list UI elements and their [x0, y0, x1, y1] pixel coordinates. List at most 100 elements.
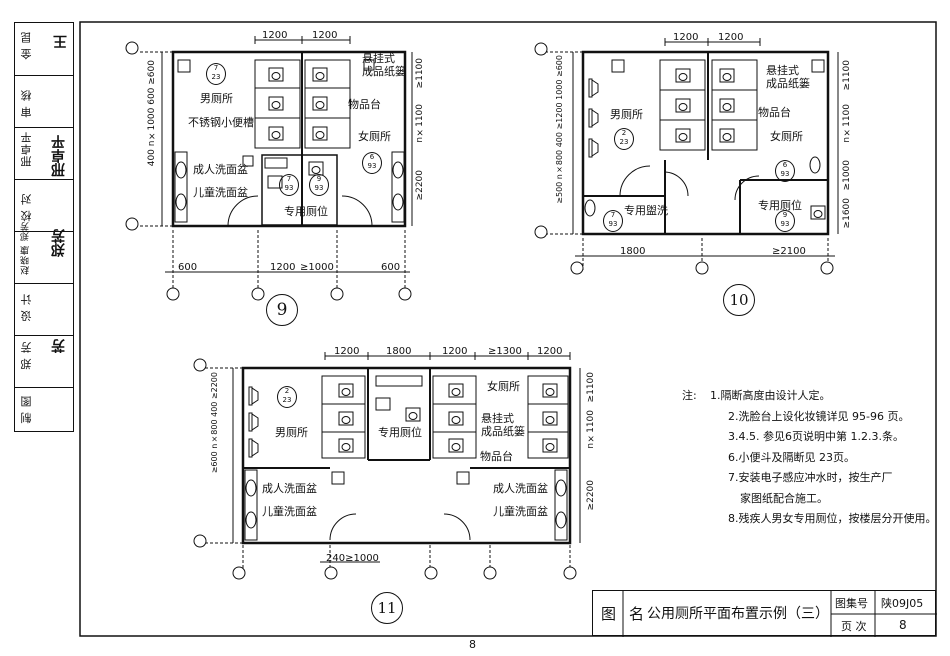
plan11-dim-top-5: 1200	[537, 346, 563, 357]
plan11-dim-left: ≥600 n×800 400 ≥2200	[210, 372, 219, 474]
plan11-dim-right-1: ≥1100	[586, 372, 596, 403]
plan10-dim-right-2: n×1100	[842, 104, 852, 143]
page-value: 8	[899, 618, 907, 632]
title-block: 图 名 公用厕所平面布置示例（三） 图集号 陕09J05 页 次 8	[592, 590, 937, 637]
plan11-dim-right-3: ≥2200	[586, 480, 596, 511]
sidebar-label: 设 计	[20, 293, 33, 322]
sidebar-label: 金 昆	[20, 31, 33, 60]
note-item: 1.隔断高度由设计人定。	[710, 389, 831, 402]
plan10-basket-label: 悬挂式 成品纸篓	[766, 64, 810, 90]
plan11-dim-top-1: 1200	[334, 346, 360, 357]
plan11-shelf-label: 物品台	[480, 450, 513, 463]
sidebar-signature: 王	[53, 35, 69, 49]
plan11-basket-label: 悬挂式 成品纸篓	[481, 412, 525, 438]
plan9-men-label: 男厕所	[200, 92, 233, 105]
axis-bubble	[125, 217, 139, 231]
page-number: 8	[469, 638, 476, 651]
sidebar-signature: 邢卓平	[51, 135, 67, 177]
plan11-number-bubble: 11	[371, 592, 403, 624]
approval-sidebar: 金 昆 王 审 核 邢卓平 邢卓平 校 对 赵晓康 郑芳 郑芳 设 计 郑 芳 …	[14, 22, 74, 432]
plan10-women-label: 女厕所	[770, 130, 803, 143]
plan10-dim-right-1: ≥1100	[842, 60, 852, 91]
plan10-dim-bottom-1: 1800	[620, 246, 646, 257]
atlas-number-label: 图集号	[835, 597, 868, 610]
sidebar-signature: 郑芳	[51, 229, 67, 257]
plan9-dim-top-2: 1200	[312, 30, 338, 41]
plan9-women-label: 女厕所	[358, 130, 391, 143]
plan9-dim-bottom-2: 1200	[270, 262, 296, 273]
note-item: 3.4.5. 参见6页说明中第 1.2.3.条。	[728, 430, 904, 443]
plan10-shelf-label: 物品台	[758, 106, 791, 119]
sidebar-label: 审 核	[20, 89, 33, 118]
plan11-dim-top-4: ≥1300	[488, 346, 522, 357]
plan9-dim-right-2: n×1100	[415, 104, 425, 143]
plan9-basket-label: 悬挂式 成品纸篓	[362, 52, 406, 78]
notes-block: 注: 1.隔断高度由设计人定。 2.洗脸台上设化妆镜详见 95-96 页。 3.…	[682, 386, 937, 530]
plan9-dim-right-3: ≥2200	[415, 170, 425, 201]
plan10-dim-bottom-2: ≥2100	[772, 246, 806, 257]
notes-label: 注:	[682, 389, 697, 402]
note-item: 7.安装电子感应冲水时，按生产厂	[728, 471, 893, 484]
plan10-number-bubble: 10	[723, 284, 755, 316]
plan9-number-bubble: 9	[266, 294, 298, 326]
plan-11	[205, 352, 581, 572]
plan11-dim-right-2: n×1100	[586, 410, 596, 449]
sidebar-signature: 芳	[51, 339, 67, 353]
plan9-dim-top-1: 1200	[262, 30, 288, 41]
plan9-dim-bottom-1: 600	[178, 262, 198, 273]
plan9-adult-basin: 成人洗面盆	[193, 163, 248, 176]
plan9-dim-left: 400 n×1000 600 ≥600	[147, 60, 157, 167]
sidebar-label: 邢卓平	[20, 131, 33, 167]
plan10-dim-top-2: 1200	[718, 32, 744, 43]
plan11-child-basin-right: 儿童洗面盆	[493, 505, 548, 518]
plan9-dim-bottom-3: ≥1000	[300, 262, 334, 273]
plan11-dim-bottom: 240≥1000	[326, 553, 379, 564]
note-item: 2.洗脸台上设化妆镜详见 95-96 页。	[728, 409, 910, 423]
plan11-women-label: 女厕所	[487, 380, 520, 393]
sidebar-label: 赵晓康 郑芳	[21, 221, 31, 275]
plan11-dim-top-2: 1800	[386, 346, 412, 357]
note-item: 6.小便斗及隔断见 23页。	[728, 450, 855, 464]
plan11-men-label: 男厕所	[275, 426, 308, 439]
plan9-shelf-label: 物品台	[348, 98, 381, 111]
page-label: 页 次	[841, 620, 867, 633]
sidebar-label: 郑 芳	[20, 341, 33, 370]
atlas-number-value: 陕09J05	[881, 597, 924, 610]
plan10-men-label: 男厕所	[610, 108, 643, 121]
plan9-urinal-label: 不锈钢小便槽	[188, 116, 254, 129]
plan9-child-basin: 儿童洗面盆	[193, 186, 248, 199]
plan-9	[140, 36, 413, 290]
sidebar-label: 校 对	[20, 193, 33, 222]
plan9-dim-bottom-4: 600	[381, 262, 401, 273]
title-ming-label: 名	[629, 605, 645, 623]
plan10-wash-label: 专用盥洗	[624, 204, 668, 217]
note-item: 家图纸配合施工。	[740, 491, 828, 505]
plan9-dim-right-1: ≥1100	[415, 58, 425, 89]
note-item: 8.残疾人男女专用厕位，按楼层分开使用。	[728, 512, 937, 525]
plan10-dim-right-3: ≥1000	[842, 160, 852, 191]
plan11-private-label: 专用厕位	[378, 426, 422, 439]
axis-bubble	[125, 41, 139, 55]
plan10-dim-top-1: 1200	[673, 32, 699, 43]
plan10-dim-right-4: ≥1600	[842, 198, 852, 229]
sidebar-label: 制 图	[20, 395, 33, 424]
plan11-adult-basin-left: 成人洗面盆	[262, 482, 317, 495]
title-tu-label: 图	[601, 605, 617, 623]
plan10-dim-left: ≥500 n×800 400 ≥1200 1000 ≥600	[555, 55, 564, 204]
drawing-title: 公用厕所平面布置示例（三）	[647, 606, 829, 622]
plan11-adult-basin-right: 成人洗面盆	[493, 482, 548, 495]
plan9-private-label: 专用厕位	[284, 205, 328, 218]
plan11-child-basin-left: 儿童洗面盆	[262, 505, 317, 518]
plan11-dim-top-3: 1200	[442, 346, 468, 357]
plan10-private-label: 专用厕位	[758, 199, 802, 212]
